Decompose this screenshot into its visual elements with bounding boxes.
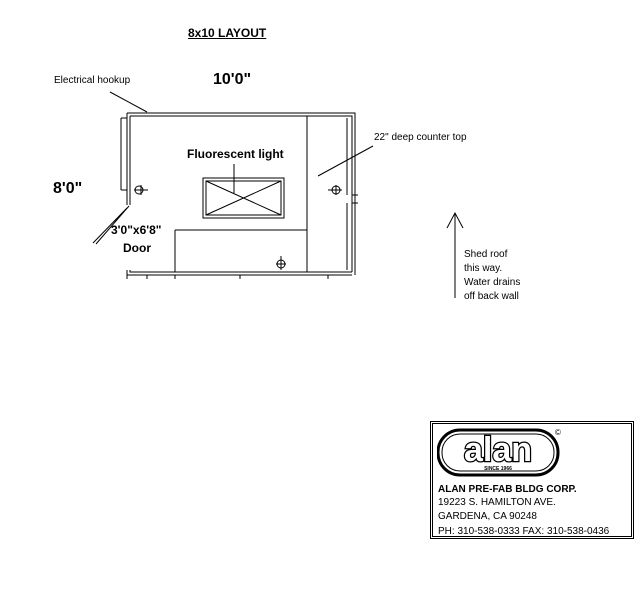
roof-note-line: Water drains [464,277,521,288]
building-walls [126,112,356,276]
counter-top-label: 22" deep counter top [374,132,467,143]
electrical-leader-line [109,91,148,113]
logo-since-text: SINCE 1966 [484,466,512,472]
company-name: ALAN PRE-FAB BLDG CORP. [438,484,577,495]
title-block-outer-border [430,421,634,539]
counter-leader-line [317,145,374,177]
roof-arrow [446,211,464,298]
roof-note-line: Shed roof [464,249,508,260]
roof-note-line: off back wall [464,291,519,302]
door-size-label: 3'0"x6'8" [111,223,162,237]
door-label: Door [123,241,151,255]
width-dimension-label: 10'0" [213,71,252,88]
height-dimension-label: 8'0" [53,180,83,197]
company-address-city: GARDENA, CA 90248 [438,511,537,522]
outlet-symbol-bottom [276,256,286,270]
fluorescent-light-label: Fluorescent light [187,147,284,161]
roof-note: Shed roof this way. Water drains off bac… [464,248,520,304]
door-leader-line [92,205,130,245]
drawing-title: 8x10 LAYOUT [188,26,267,40]
electrical-hookup-label: Electrical hookup [54,75,131,86]
roof-note-line: this way. [464,263,503,274]
fluorescent-light-fixture [202,177,285,219]
outlet-symbol-left [134,185,148,195]
company-address-street: 19223 S. HAMILTON AVE. [438,497,556,508]
title-block-inner-border [432,423,632,537]
copyright-mark: © [555,428,561,437]
counter-top [174,116,308,272]
dimension-ticks [120,117,358,279]
company-phone-fax: PH: 310-538-0333 FAX: 310-538-0436 [438,526,610,537]
outlet-symbol-right [328,185,342,195]
alan-logo: alan SINCE 1966 © [437,428,561,477]
logo-wordmark: alan [464,431,532,469]
